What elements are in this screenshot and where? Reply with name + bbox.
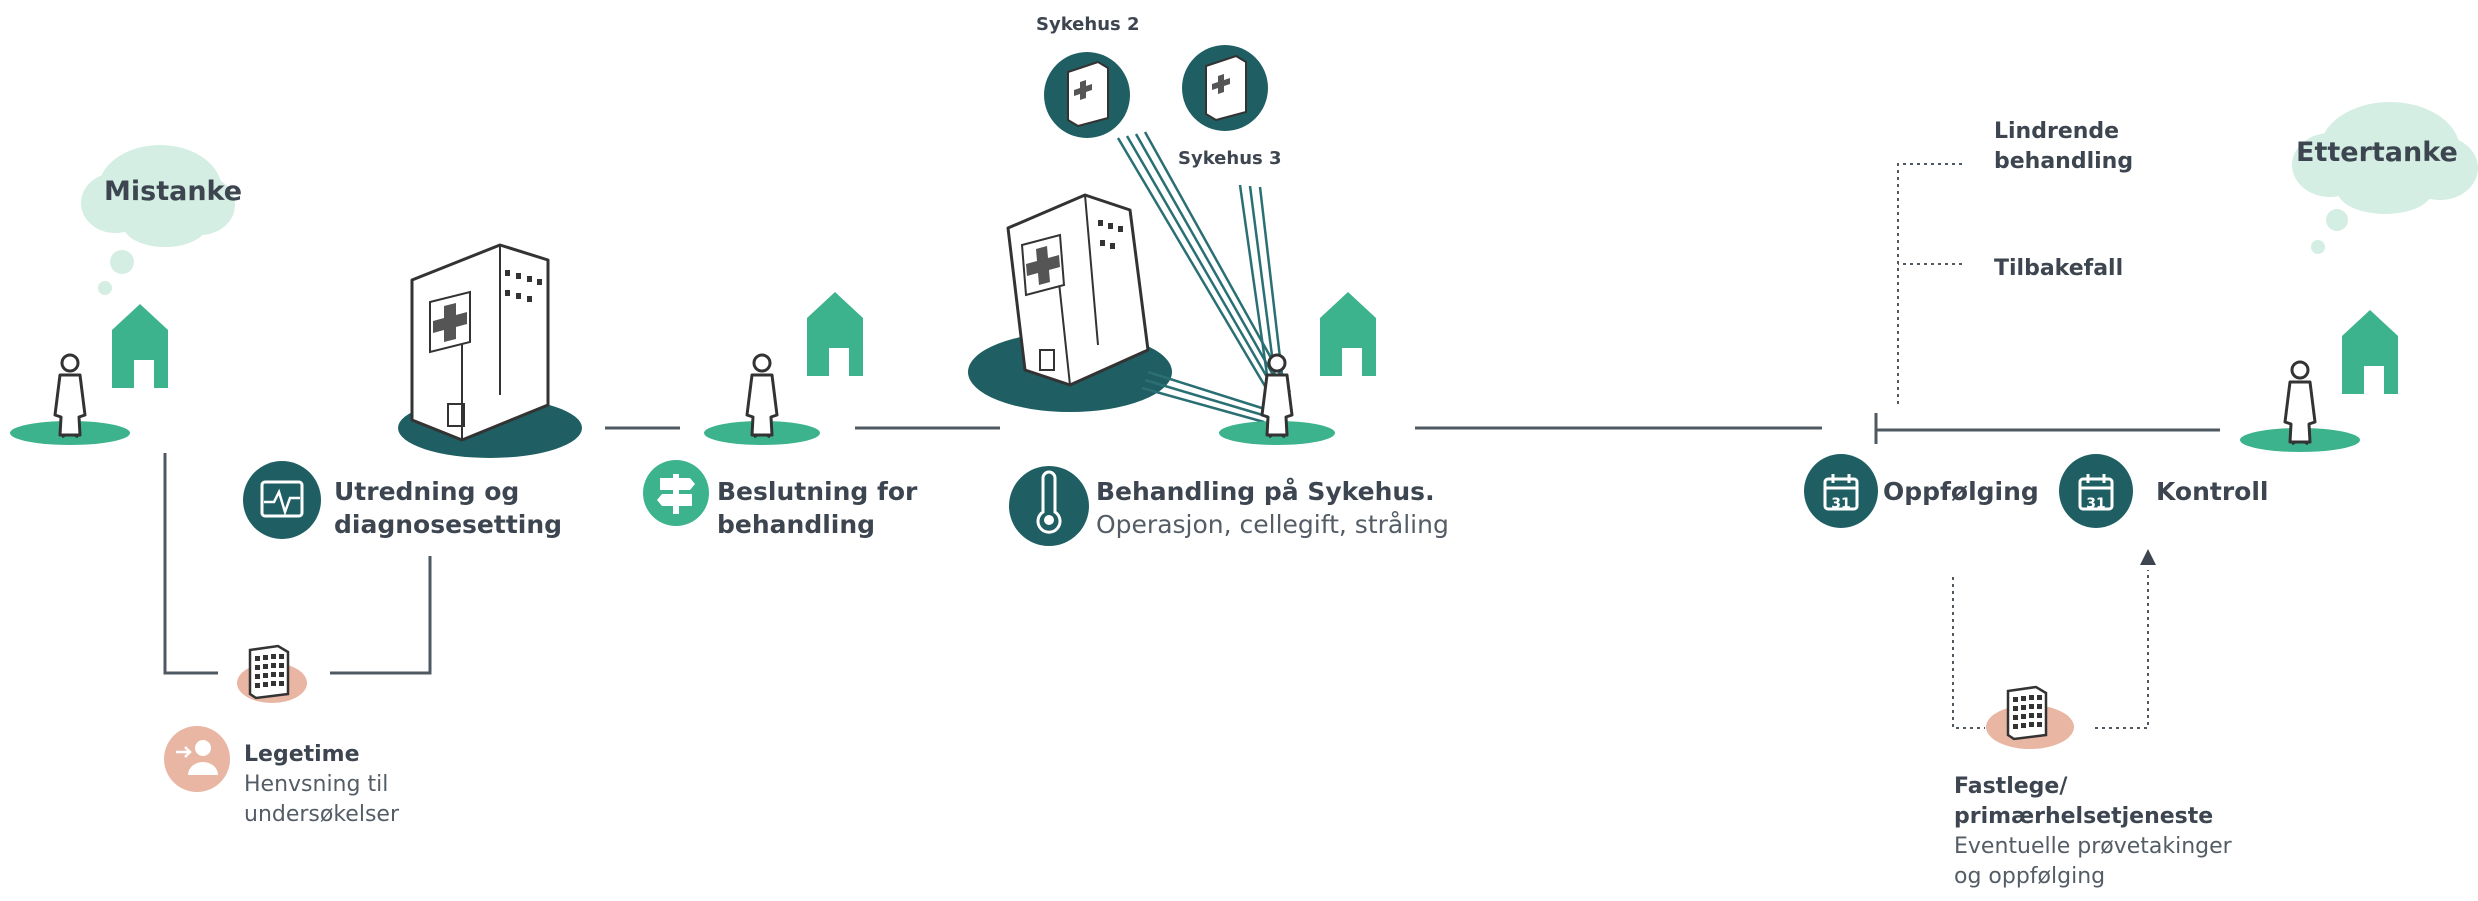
calendar-day: 31 [1831, 496, 1850, 512]
arrowhead-icon [2140, 549, 2156, 565]
step-behandling-title: Behandling på Sykehus. [1096, 477, 1435, 506]
hospital-3-label: Sykehus 3 [1178, 148, 1282, 169]
calendar-icon: 31 [1804, 454, 1878, 528]
branch-lindrende-line2: behandling [1994, 149, 2134, 174]
step-legetime-line1: Henvsning til [244, 772, 389, 797]
thought-cloud-icon [81, 145, 235, 295]
branch-lindrende-line1: Lindrende [1994, 119, 2120, 144]
heart-monitor-icon [243, 461, 321, 539]
house-icon [112, 304, 168, 388]
step-utredning-line1: Utredning og [334, 477, 520, 506]
step-fastlege-sub1: Eventuelle prøvetakinger [1954, 834, 2232, 859]
referral-person-icon [164, 726, 230, 792]
house-icon [807, 292, 863, 376]
calendar-icon: 31 [2059, 454, 2133, 528]
step-beslutning-line1: Beslutning for [717, 477, 918, 506]
thought-ettertanke: Ettertanke [2296, 137, 2458, 168]
hospital-3-icon [1182, 45, 1268, 131]
person-icon [53, 353, 87, 439]
thought-mistanke: Mistanke [104, 176, 243, 207]
person-icon [745, 353, 779, 439]
step-legetime: Legetime Henvsning til undersøkelser [244, 740, 399, 830]
hospital-building-icon [1006, 193, 1150, 387]
step-fastlege-line1: Fastlege/ [1954, 774, 2068, 799]
step-kontroll: Kontroll [2156, 477, 2269, 506]
hospital-building-icon [410, 243, 550, 442]
person-icon [2283, 360, 2317, 446]
hospital-2-label: Sykehus 2 [1036, 14, 1140, 35]
thermometer-icon [1009, 466, 1089, 546]
step-utredning: Utredning og diagnosesetting [334, 475, 562, 541]
step-beslutning-line2: behandling [717, 510, 876, 539]
calendar-day: 31 [2086, 496, 2105, 512]
step-beslutning: Beslutning for behandling [717, 475, 917, 541]
branch-lindrende: Lindrende behandling [1994, 117, 2133, 177]
step-fastlege: Fastlege/ primærhelsetjeneste Eventuelle… [1954, 772, 2232, 892]
house-icon [1320, 292, 1376, 376]
signpost-icon [643, 460, 709, 526]
step-oppfolging: Oppfølging [1883, 477, 2039, 506]
clinic-building-icon [248, 644, 290, 700]
step-behandling-subtitle: Operasjon, cellegift, stråling [1096, 510, 1449, 539]
hospital-2-icon [1044, 52, 1130, 138]
step-behandling: Behandling på Sykehus. Operasjon, celleg… [1096, 475, 1449, 541]
thought-cloud-icon [2292, 102, 2478, 254]
house-icon [2342, 310, 2398, 394]
step-utredning-line2: diagnosesetting [334, 510, 563, 539]
dotted-branches [1897, 163, 2149, 729]
clinic-building-icon [2006, 685, 2048, 741]
step-legetime-title: Legetime [244, 742, 360, 767]
step-fastlege-sub2: og oppfølging [1954, 864, 2106, 889]
branch-tilbakefall: Tilbakefall [1994, 256, 2124, 281]
step-fastlege-line2: primærhelsetjeneste [1954, 804, 2214, 829]
step-legetime-line2: undersøkelser [244, 802, 399, 827]
timeline [163, 413, 2220, 675]
